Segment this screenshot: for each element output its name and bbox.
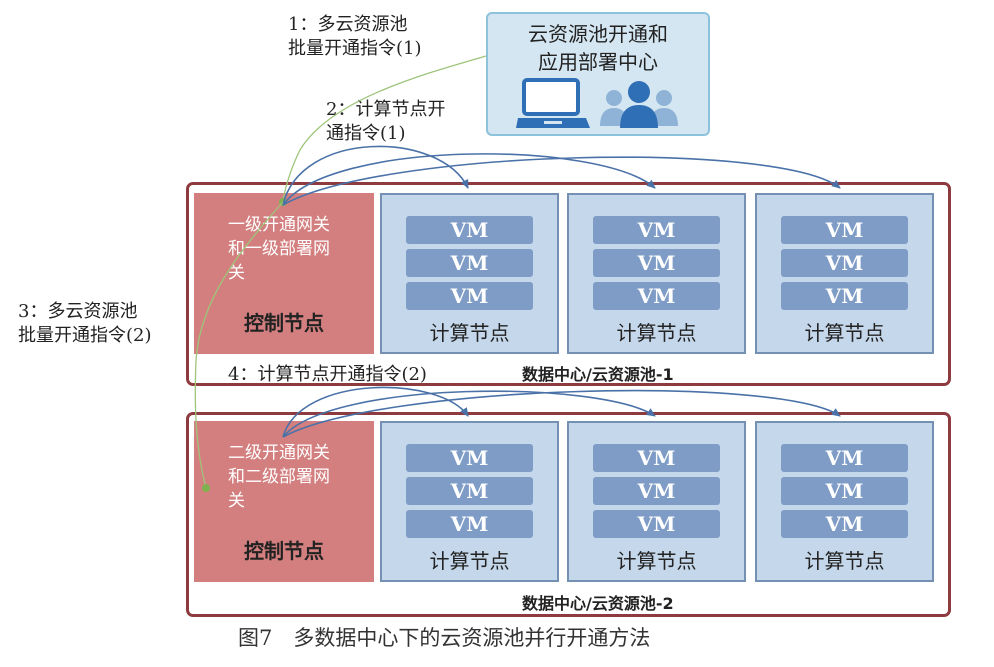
vm-block: VM bbox=[406, 444, 533, 472]
control-node-1-label: 控制节点 bbox=[244, 311, 324, 335]
vm-block: VM bbox=[593, 477, 720, 505]
vm-block: VM bbox=[406, 216, 533, 244]
compute-node-label: 计算节点 bbox=[429, 321, 510, 345]
arrow-to-node-1 bbox=[282, 145, 469, 206]
arrow-to-node-1 bbox=[282, 386, 469, 438]
note-node-provision-1: 2：计算节点开 通指令(1) bbox=[326, 99, 446, 144]
vm-block: VM bbox=[593, 510, 720, 538]
arrow-to-node-2 bbox=[282, 390, 656, 438]
control-node-2-label: 控制节点 bbox=[244, 539, 324, 563]
datacenter-2-frame bbox=[186, 412, 951, 617]
datacenter-2-label: 数据中心/云资源池-2 bbox=[522, 594, 674, 613]
vm-block: VM bbox=[593, 444, 720, 472]
compute-node-label: 计算节点 bbox=[804, 549, 885, 573]
vm-block: VM bbox=[781, 282, 908, 310]
compute-node-label: 计算节点 bbox=[429, 549, 510, 573]
vm-block: VM bbox=[593, 282, 720, 310]
vm-block: VM bbox=[406, 477, 533, 505]
compute-node: VM VM VM 计算节点 bbox=[755, 193, 934, 354]
compute-node: VM VM VM 计算节点 bbox=[567, 421, 746, 582]
compute-node-label: 计算节点 bbox=[616, 321, 697, 345]
users-icon bbox=[600, 81, 678, 128]
compute-node: VM VM VM 计算节点 bbox=[567, 193, 746, 354]
control-node-1: 一级开通网关和一级部署网关 控制节点 bbox=[194, 193, 374, 354]
compute-node-label: 计算节点 bbox=[804, 321, 885, 345]
green-dot bbox=[202, 484, 210, 492]
arrow-to-node-3 bbox=[282, 389, 841, 438]
vm-block: VM bbox=[593, 249, 720, 277]
vm-block: VM bbox=[406, 282, 533, 310]
figure-caption: 图7 多数据中心下的云资源池并行开通方法 bbox=[238, 626, 651, 650]
control-node-2: 二级开通网关和二级部署网关 控制节点 bbox=[194, 421, 374, 582]
control-node-2-desc: 二级开通网关和二级部署网关 bbox=[228, 443, 330, 511]
green-connector-dc1-to-dc2 bbox=[194, 201, 284, 489]
vm-block: VM bbox=[593, 216, 720, 244]
provisioning-center-title: 云资源池开通和 应用部署中心 bbox=[528, 22, 668, 74]
note-batch-provision-2: 3：多云资源池 批量开通指令(2) bbox=[18, 301, 152, 346]
compute-node: VM VM VM 计算节点 bbox=[380, 193, 559, 354]
vm-block: VM bbox=[781, 249, 908, 277]
note-batch-provision-1: 1：多云资源池 批量开通指令(1) bbox=[288, 14, 422, 59]
compute-node-label: 计算节点 bbox=[616, 549, 697, 573]
vm-block: VM bbox=[781, 510, 908, 538]
compute-node: VM VM VM 计算节点 bbox=[755, 421, 934, 582]
vm-block: VM bbox=[406, 510, 533, 538]
arrow-to-node-2 bbox=[282, 153, 656, 206]
note-node-provision-2: 4：计算节点开通指令(2) bbox=[228, 364, 427, 385]
datacenter-1-label: 数据中心/云资源池-1 bbox=[522, 365, 674, 384]
provisioning-center-box: 云资源池开通和 应用部署中心 bbox=[486, 12, 710, 136]
arrow-to-node-3 bbox=[282, 156, 841, 206]
datacenter-1-frame bbox=[186, 182, 951, 386]
compute-node: VM VM VM 计算节点 bbox=[380, 421, 559, 582]
control-node-1-desc: 一级开通网关和一级部署网关 bbox=[228, 215, 330, 283]
vm-block: VM bbox=[781, 444, 908, 472]
green-connector-center-to-dc1 bbox=[282, 55, 487, 201]
laptop-icon bbox=[516, 78, 590, 128]
vm-block: VM bbox=[781, 216, 908, 244]
vm-block: VM bbox=[781, 477, 908, 505]
vm-block: VM bbox=[406, 249, 533, 277]
